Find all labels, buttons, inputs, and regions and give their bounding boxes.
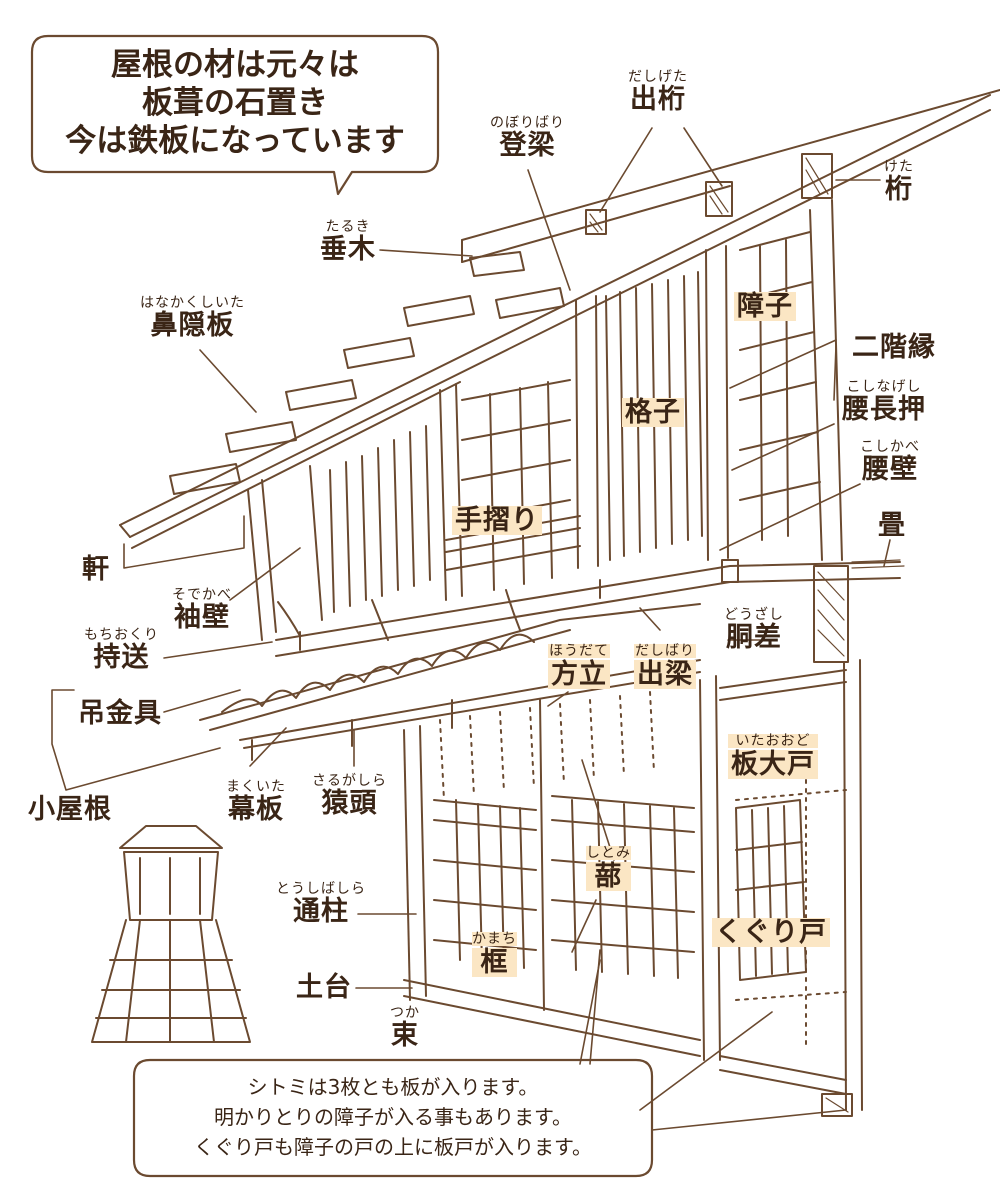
top-callout-line: 板葺の石置き — [142, 85, 328, 121]
label-koshinageshi: こしなげし 腰長押 — [842, 379, 926, 425]
label-taruki: たるき 垂木 — [320, 219, 376, 265]
bottom-callout-bubble — [132, 1058, 654, 1178]
upper-storey — [247, 199, 901, 657]
bottom-callout-line: シトミは3枚とも板が入ります。 — [247, 1075, 539, 1099]
label-koshikabe: こしかべ 腰壁 — [860, 439, 920, 485]
label-itaoodo: いたおおど 板大戸 — [728, 734, 818, 779]
label-dashigeta: だしげた 出桁 — [628, 69, 688, 115]
label-sodekabe: そでかべ 袖壁 — [172, 587, 232, 633]
label-koshi: 格子 — [622, 398, 684, 427]
small-roof — [199, 589, 701, 761]
label-keta: けた 桁 — [884, 159, 914, 205]
label-doizashi: どうざし 胴差 — [724, 607, 784, 653]
label-shoji: 障子 — [734, 292, 796, 321]
label-makuita: まくいた 幕板 — [226, 779, 286, 825]
bottom-callout-line: くぐり戸も障子の戸の上に板戸が入ります。 — [194, 1135, 592, 1159]
top-callout-text: 屋根の材は元々は 板葺の石置き 今は鉄板になっています — [40, 46, 430, 160]
label-tsuka: つか 束 — [390, 1005, 420, 1051]
label-tsurikanagu: 吊金具 — [78, 698, 162, 729]
label-kugurido: くぐり戸 — [712, 918, 830, 947]
label-nikaien: 二階縁 — [852, 332, 936, 363]
main-roof — [119, 89, 1000, 549]
label-hanakakushiita: はなかくしいた 鼻隠板 — [140, 295, 245, 341]
label-toushibashira: とうしばしら 通柱 — [276, 881, 366, 927]
label-shitomi: しとみ 蔀 — [586, 845, 631, 892]
top-callout-line: 屋根の材は元々は — [111, 47, 359, 83]
label-koyane: 小屋根 — [28, 794, 112, 825]
label-tatami: 畳 — [878, 510, 906, 541]
label-noki: 軒 — [82, 554, 110, 585]
label-dodai: 土台 — [296, 972, 352, 1003]
label-noboribari: のぼりばり 登梁 — [490, 115, 565, 161]
label-tesuri: 手摺り — [452, 506, 542, 535]
top-callout-line: 今は鉄板になっています — [65, 123, 405, 159]
label-kamachi: かまち 框 — [472, 931, 517, 978]
label-houdate: ほうだて 方立 — [548, 643, 610, 690]
ground-storey — [403, 559, 905, 1117]
leader-lines — [51, 127, 891, 1131]
top-callout-bubble — [30, 34, 440, 196]
lantern-sketch — [91, 825, 251, 1043]
label-sarugashira: さるがしら 猿頭 — [312, 773, 387, 819]
bottom-callout-line: 明かりとりの障子が入る事もあります。 — [214, 1105, 572, 1129]
label-dashibari: だしばり 出梁 — [634, 643, 696, 690]
label-mochiokuri: もちおくり 持送 — [84, 627, 159, 673]
bottom-callout-text: シトミは3枚とも板が入ります。 明かりとりの障子が入る事もあります。 くぐり戸も… — [140, 1072, 646, 1162]
